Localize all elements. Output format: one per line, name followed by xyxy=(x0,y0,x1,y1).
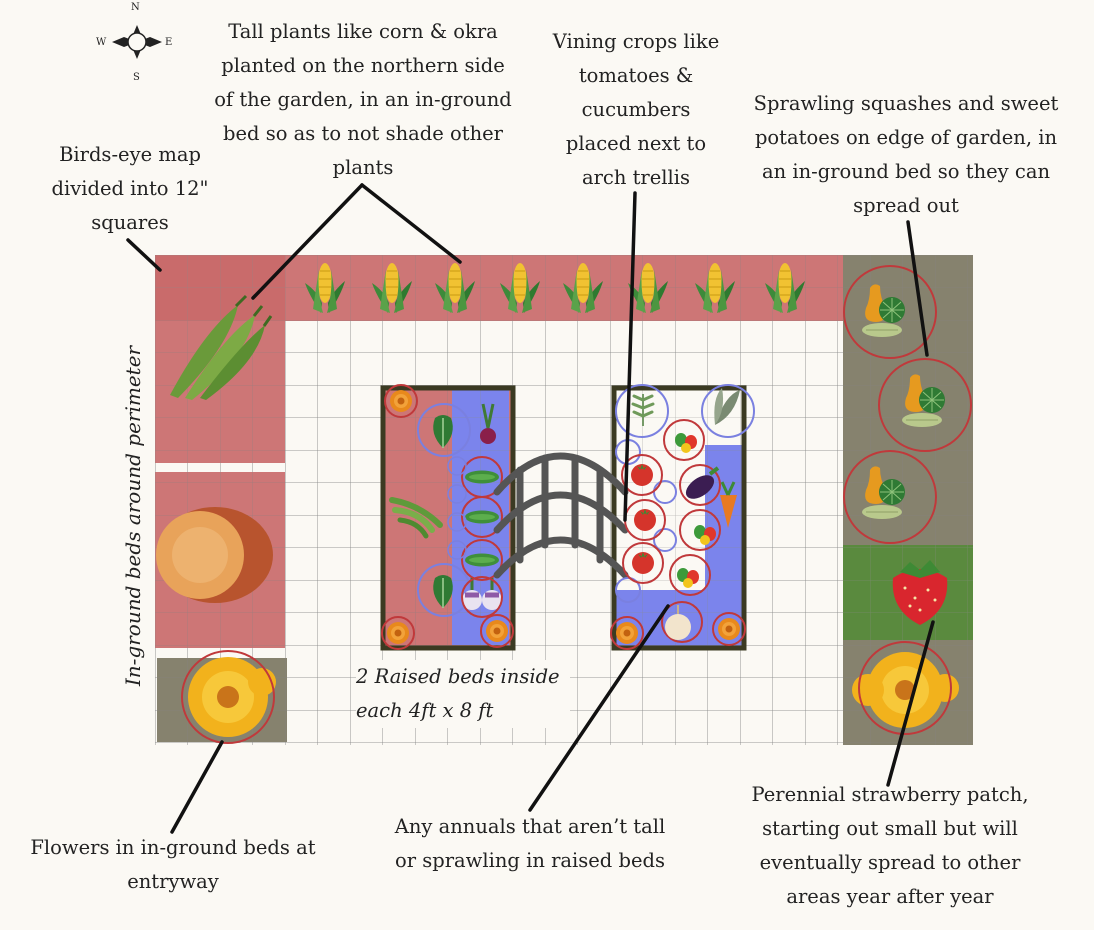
compass-east: E xyxy=(165,37,173,48)
bean-icon xyxy=(389,497,443,539)
onion-icon xyxy=(665,605,691,640)
strawberry-icon xyxy=(892,560,948,625)
beet-icon xyxy=(480,403,496,444)
caption-tall-plants: Tall plants like corn & okra planted on … xyxy=(214,20,512,179)
caption-birds-eye: Birds-eye map divided into 12" squares xyxy=(51,143,209,234)
herb-icon xyxy=(631,388,740,428)
trellis-icon xyxy=(493,452,629,579)
caption-strawberry: Perennial strawberry patch, starting out… xyxy=(751,783,1029,908)
compass-south: S xyxy=(133,72,140,83)
eggplant-icon xyxy=(685,466,720,499)
caption-sprawling: Sprawling squashes and sweet potatoes on… xyxy=(753,92,1059,217)
turnip-icon xyxy=(462,578,502,610)
compass-icon xyxy=(112,25,162,59)
okra-icon xyxy=(170,294,273,400)
sweet-potato-icon xyxy=(156,507,273,603)
caption-perimeter: In-ground beds around perimeter xyxy=(121,345,145,687)
caption-annuals: Any annuals that aren’t tall or sprawlin… xyxy=(394,815,666,872)
carrot-icon xyxy=(720,481,737,528)
pointer-lines xyxy=(126,183,935,834)
compass-north: N xyxy=(131,2,140,13)
compass-west: W xyxy=(96,37,107,48)
caption-raised-beds: 2 Raised beds inside each 4ft x 8 ft xyxy=(356,660,570,728)
caption-vining: Vining crops like tomatoes & cucumbers p… xyxy=(552,30,720,189)
caption-flowers: Flowers in in-ground beds at entryway xyxy=(30,836,316,893)
